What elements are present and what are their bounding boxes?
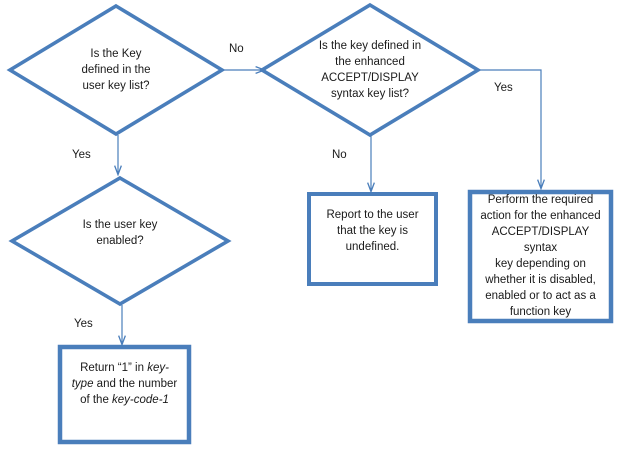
connector-d2-to-b2 <box>478 69 541 188</box>
process-report-undefined-shape <box>307 192 438 286</box>
edge-label-d2-no: No <box>332 149 347 161</box>
edge-label-d2-yes: Yes <box>494 82 513 94</box>
decision-enhanced-syntax-key-list-shape <box>258 2 482 138</box>
edge-label-d1-yes: Yes <box>72 149 91 161</box>
process-return-key-type-shape <box>57 344 192 445</box>
process-perform-required-action-shape <box>467 189 614 324</box>
decision-user-key-list-shape <box>6 3 226 137</box>
edge-label-d3-yes: Yes <box>74 318 93 330</box>
edge-label-d1-no: No <box>229 43 244 55</box>
decision-user-key-enabled-shape <box>8 175 232 307</box>
